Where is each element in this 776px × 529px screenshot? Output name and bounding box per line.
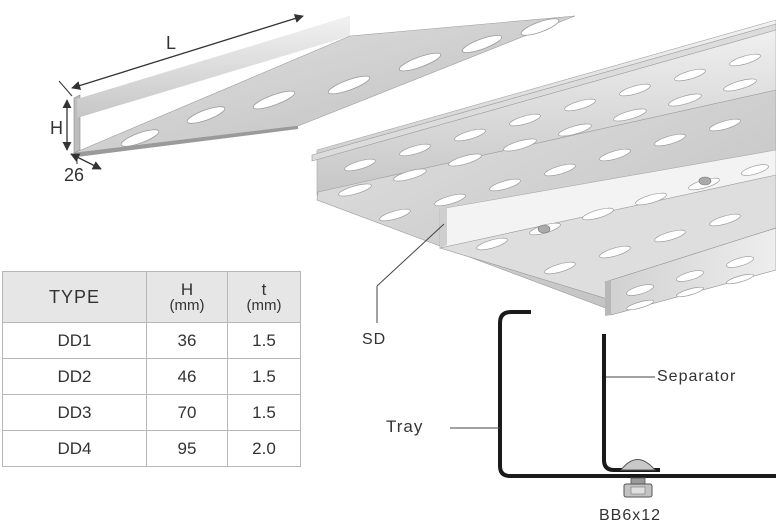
spec-table: TYPE H (mm) t (mm) DD1 36 1.5 DD2 46 1.5… (2, 271, 301, 467)
sd-leader-line (376, 223, 445, 287)
header-type: TYPE (2, 271, 147, 323)
dimension-length-label: L (166, 33, 176, 53)
cell-t: 2.0 (227, 430, 301, 467)
cell-type: DD3 (2, 394, 147, 431)
dimension-height: H (50, 99, 72, 151)
cell-h: 36 (146, 322, 228, 359)
cell-h: 70 (146, 394, 228, 431)
cell-h: 46 (146, 358, 228, 395)
tray-profile (498, 310, 776, 478)
cable-tray (311, 19, 776, 316)
table-row: DD2 46 1.5 (2, 358, 301, 395)
table-row: DD3 70 1.5 (2, 394, 301, 431)
separator-label: Separator (657, 368, 736, 385)
header-h: H (mm) (146, 271, 228, 323)
table-row: DD4 95 2.0 (2, 430, 301, 467)
header-t: t (mm) (227, 271, 301, 323)
bolt-icon (619, 459, 657, 498)
assembly-section (498, 310, 776, 498)
tray-label: Tray (386, 417, 423, 436)
cell-type: DD4 (2, 430, 147, 467)
cell-type: DD1 (2, 322, 147, 359)
dimension-width: 26 (64, 153, 102, 185)
cell-h: 95 (146, 430, 228, 467)
separator-section (602, 334, 660, 472)
cell-t: 1.5 (227, 394, 301, 431)
separator-bolt (537, 224, 551, 234)
cell-type: DD2 (2, 358, 147, 395)
separator-bolt (698, 176, 712, 186)
table-row: DD1 36 1.5 (2, 322, 301, 359)
dimension-length: L (58, 14, 304, 97)
sd-label: SD (362, 331, 386, 348)
bolt-label: BB6x12 (599, 507, 661, 524)
cell-t: 1.5 (227, 358, 301, 395)
table-header-row: TYPE H (mm) t (mm) (2, 271, 301, 323)
cell-t: 1.5 (227, 322, 301, 359)
dimension-width-label: 26 (64, 165, 84, 185)
dimension-height-label: H (50, 118, 63, 138)
